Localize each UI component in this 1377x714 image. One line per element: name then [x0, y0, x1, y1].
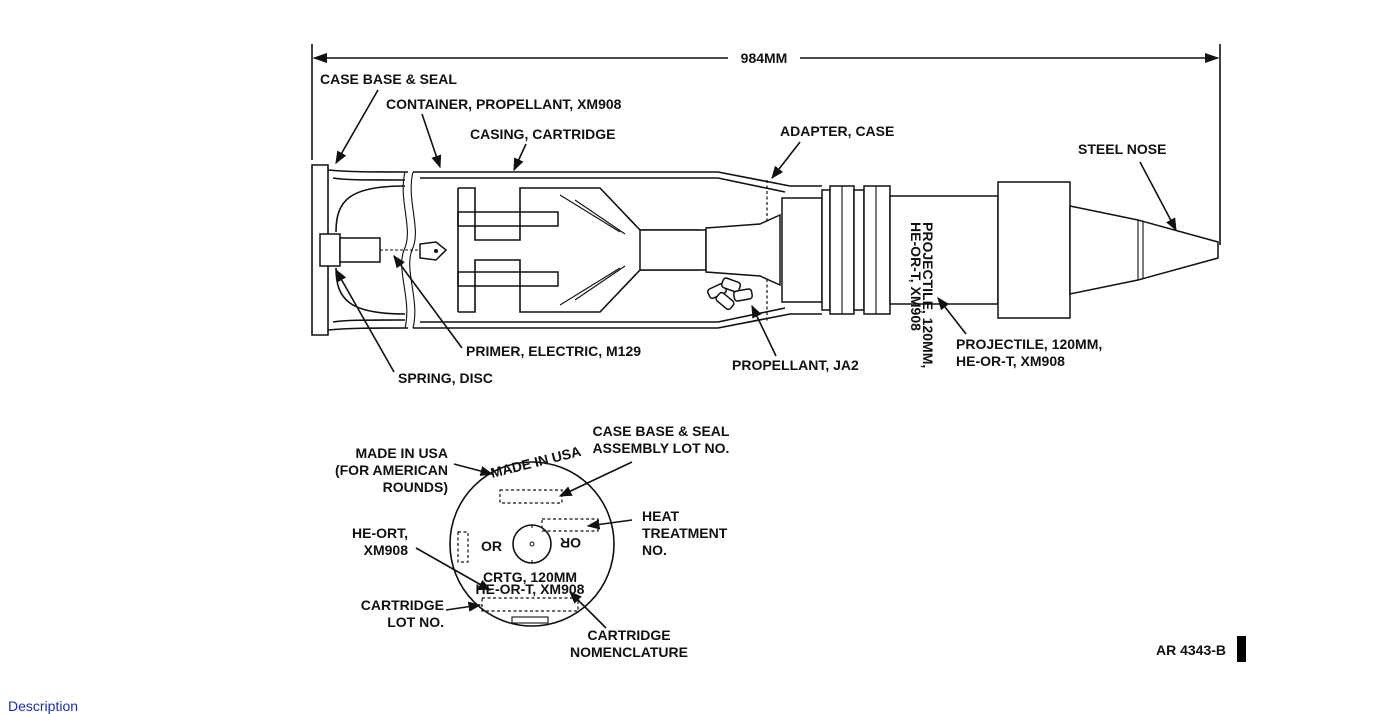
leader-case-base-lot [558, 461, 633, 497]
label-spring-disc: SPRING, DISC [398, 370, 493, 386]
figure-id: AR 4343-B [1156, 642, 1226, 658]
label-container-propellant: CONTAINER, PROPELLANT, XM908 [386, 96, 622, 112]
projectile-stencil-line2: HE-OR-T, XM908 [908, 222, 924, 331]
base-view: MADE IN USA OR OR CRTG, 120MM HE-OR-T, X… [449, 443, 615, 627]
label-made-in-usa-1: MADE IN USA [355, 445, 448, 461]
propellant-grains [706, 277, 754, 311]
label-case-base-seal: CASE BASE & SEAL [320, 71, 457, 87]
disc-crtg-line2: HE-OR-T, XM908 [476, 581, 585, 597]
disc-made-in-usa: MADE IN USA [489, 443, 583, 481]
leader-made-in-usa [453, 463, 494, 477]
length-label: 984MM [741, 50, 788, 66]
leader-primer-electric [393, 254, 463, 349]
label-propellant-ja2: PROPELLANT, JA2 [732, 357, 859, 373]
cartridge-case [311, 164, 822, 336]
label-primer-electric: PRIMER, ELECTRIC, M129 [466, 343, 641, 359]
length-dimension: 984MM [311, 44, 1221, 245]
label-cartridge-nomenclature-1: CARTRIDGE [587, 627, 670, 643]
leader-cartridge-nomenclature [569, 591, 607, 629]
label-made-in-usa-3: ROUNDS) [383, 479, 448, 495]
projectile: PROJECTILE, 120MM, HE-OR-T, XM908 [889, 181, 1219, 368]
leader-he-ort [415, 547, 492, 591]
label-he-ort-1: HE-ORT, [352, 525, 408, 541]
description-link[interactable]: Description [8, 698, 79, 714]
leader-cartridge-lot [445, 601, 482, 612]
disc-or-right: OR [560, 535, 581, 551]
label-projectile-line1: PROJECTILE, 120MM, [956, 336, 1102, 352]
label-made-in-usa-2: (FOR AMERICAN [335, 462, 448, 478]
label-steel-nose: STEEL NOSE [1078, 141, 1166, 157]
label-heat-treatment-2: TREATMENT [642, 525, 728, 541]
label-cartridge-lot-2: LOT NO. [387, 614, 444, 630]
label-case-base-lot-2: ASSEMBLY LOT NO. [593, 440, 730, 456]
leader-casing-cartridge [513, 143, 527, 172]
leader-propellant-ja2 [751, 304, 777, 357]
revision-bar [1237, 636, 1246, 662]
label-cartridge-nomenclature-2: NOMENCLATURE [570, 644, 688, 660]
leader-heat-treatment [586, 519, 633, 530]
label-adapter-case: ADAPTER, CASE [780, 123, 894, 139]
disc-crtg-line1: CRTG, 120MM [483, 569, 577, 585]
leader-container-propellant [421, 113, 442, 169]
label-projectile-line2: HE-OR-T, XM908 [956, 353, 1065, 369]
fin-assembly [457, 185, 891, 315]
leader-spring-disc [335, 268, 395, 373]
leader-adapter-case [771, 141, 801, 180]
projectile-stencil-line1: PROJECTILE, 120MM, [920, 222, 936, 368]
leader-case-base-seal [335, 89, 379, 165]
label-casing-cartridge: CASING, CARTRIDGE [470, 126, 615, 142]
label-case-base-lot-1: CASE BASE & SEAL [593, 423, 730, 439]
label-heat-treatment-1: HEAT [642, 508, 680, 524]
label-heat-treatment-3: NO. [642, 542, 667, 558]
disc-or-left: OR [481, 538, 502, 554]
label-he-ort-2: XM908 [364, 542, 409, 558]
leader-steel-nose [1139, 161, 1177, 232]
leader-projectile [937, 296, 967, 335]
label-cartridge-lot-1: CARTRIDGE [361, 597, 444, 613]
